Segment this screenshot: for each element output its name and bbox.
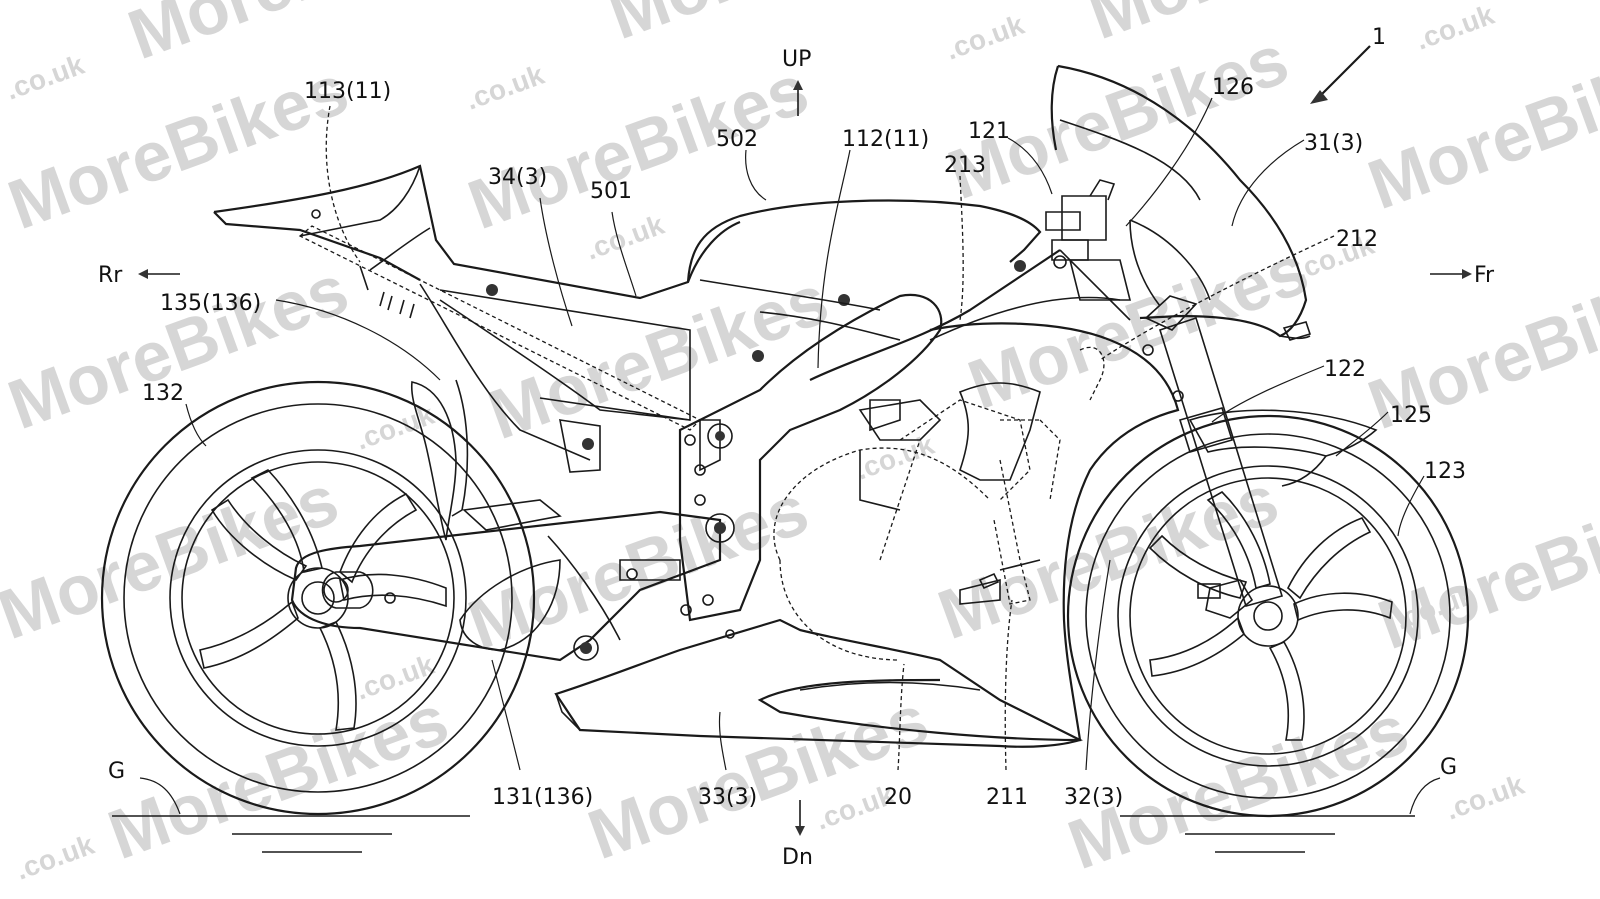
watermark-brand: MoreBikes (598, 0, 957, 54)
watermark-suffix: .co.uk (11, 829, 98, 886)
watermark-brand: MoreBikes (928, 460, 1287, 654)
label-ref-125: 125 (1390, 403, 1432, 428)
label-ref-20: 20 (884, 785, 912, 810)
label-ref-113: 113(11) (304, 79, 391, 104)
watermark-suffix: .co.uk (461, 59, 548, 116)
watermark-suffix: .co.uk (1411, 0, 1498, 56)
watermark-suffix: .co.uk (1, 49, 88, 106)
label-ref-502: 502 (716, 127, 758, 152)
watermark-suffix: .co.uk (851, 429, 938, 486)
watermark-brand: MoreBikes (0, 250, 358, 444)
label-ref-31: 31(3) (1304, 131, 1363, 156)
label-ref-33: 33(3) (698, 785, 757, 810)
label-ref-135: 135(136) (160, 291, 261, 316)
label-ref-112: 112(11) (842, 127, 929, 152)
watermark-brand: MoreBikes (98, 680, 457, 874)
label-ref-131: 131(136) (492, 785, 593, 810)
watermark-suffix: .co.uk (941, 9, 1028, 66)
watermark-brand: MoreBikes (0, 460, 348, 654)
direction-down-label: Dn (782, 845, 813, 870)
label-ref-501: 501 (590, 179, 632, 204)
direction-up-label: UP (782, 47, 811, 72)
watermark-brand: MoreBikes (578, 680, 937, 874)
watermark-brand: MoreBikes (458, 470, 817, 664)
label-ref-126: 126 (1212, 75, 1254, 100)
direction-front-label: Fr (1474, 263, 1495, 288)
watermark-suffix: .co.uk (581, 209, 668, 266)
label-ref-123: 123 (1424, 459, 1466, 484)
label-ref-211: 211 (986, 785, 1028, 810)
label-ref-212: 212 (1336, 227, 1378, 252)
label-ref-1: 1 (1372, 25, 1386, 50)
watermark-brand: MoreBikes (1358, 30, 1600, 224)
label-ref-32: 32(3) (1064, 785, 1123, 810)
label-ref-34: 34(3) (488, 165, 547, 190)
label-ref-213: 213 (944, 153, 986, 178)
label-ref-132: 132 (142, 381, 184, 406)
watermark-brand: MoreBikes (478, 260, 837, 454)
label-ground-rear: G (108, 759, 125, 784)
direction-rear-label: Rr (98, 263, 123, 288)
label-ref-121: 121 (968, 119, 1010, 144)
label-ground-front: G (1440, 755, 1457, 780)
steering-head (1046, 180, 1130, 300)
watermark-suffix: .co.uk (351, 399, 438, 456)
label-ref-122: 122 (1324, 357, 1366, 382)
